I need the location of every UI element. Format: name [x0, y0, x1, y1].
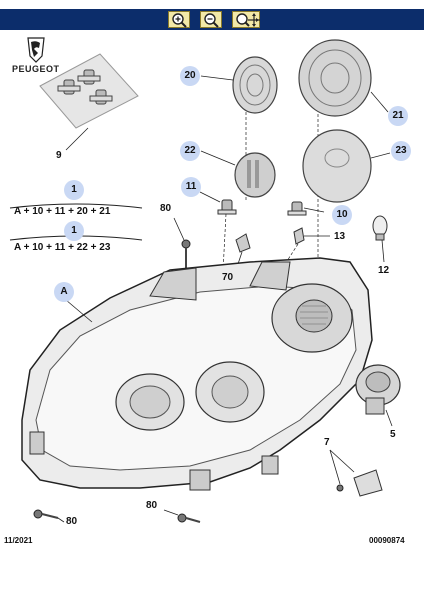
callout-21: 21: [388, 106, 408, 126]
label-13: 13: [334, 231, 346, 242]
bulb-part-12: [372, 215, 388, 263]
zoom-in-button[interactable]: [168, 11, 190, 28]
callout-1-second: 1: [64, 221, 84, 241]
callout-a: A: [54, 282, 74, 302]
formula-kit-1: A + 10 + 11 + 20 + 21: [14, 206, 111, 217]
label-7: 7: [324, 437, 330, 448]
clip-part-7: [329, 449, 383, 497]
peugeot-lion-icon: [27, 37, 45, 63]
label-80-left: 80: [66, 516, 78, 527]
toolbar: [0, 0, 424, 30]
bulb-part-10: [287, 201, 325, 216]
label-12: 12: [378, 265, 390, 276]
zoom-out-icon: [204, 13, 219, 28]
formula-kit-2: A + 10 + 11 + 22 + 23: [14, 242, 111, 253]
screw-part-80-left: [33, 509, 65, 523]
label-9: 9: [56, 150, 62, 161]
brand-name: PEUGEOT: [12, 64, 60, 74]
bulb-kit-part-9: [39, 53, 139, 151]
callout-10: 10: [332, 205, 352, 225]
footer-date: 11/2021: [4, 536, 33, 545]
zoom-in-icon: [172, 13, 187, 28]
clip-part-13: [279, 227, 330, 273]
label-80-right: 80: [146, 500, 158, 511]
headlamp-exploded-diagram: [9, 37, 401, 523]
callout-22: 22: [180, 141, 200, 161]
callout-20: 20: [180, 66, 200, 86]
cover-part-22: [200, 150, 276, 198]
callout-23: 23: [391, 141, 411, 161]
callout-11: 11: [181, 177, 201, 197]
motor-part-5: [355, 364, 401, 427]
label-70: 70: [222, 272, 234, 283]
bulb-part-11: [199, 191, 237, 291]
footer-reference: 00090874: [369, 536, 405, 545]
formula-divider-1: [9, 203, 143, 209]
cap-part-20: [200, 56, 278, 200]
label-80-top: 80: [160, 203, 172, 214]
zoom-out-button[interactable]: [200, 11, 222, 28]
label-5: 5: [390, 429, 396, 440]
screw-part-80-right: [163, 509, 201, 523]
headlamp-assembly: [21, 257, 373, 491]
callout-1-first: 1: [64, 180, 84, 200]
cover-part-23: [302, 129, 391, 203]
zoom-fit-button[interactable]: [232, 11, 260, 28]
screw-part-80-top: [173, 217, 191, 270]
zoom-pan-icon: [236, 13, 260, 27]
